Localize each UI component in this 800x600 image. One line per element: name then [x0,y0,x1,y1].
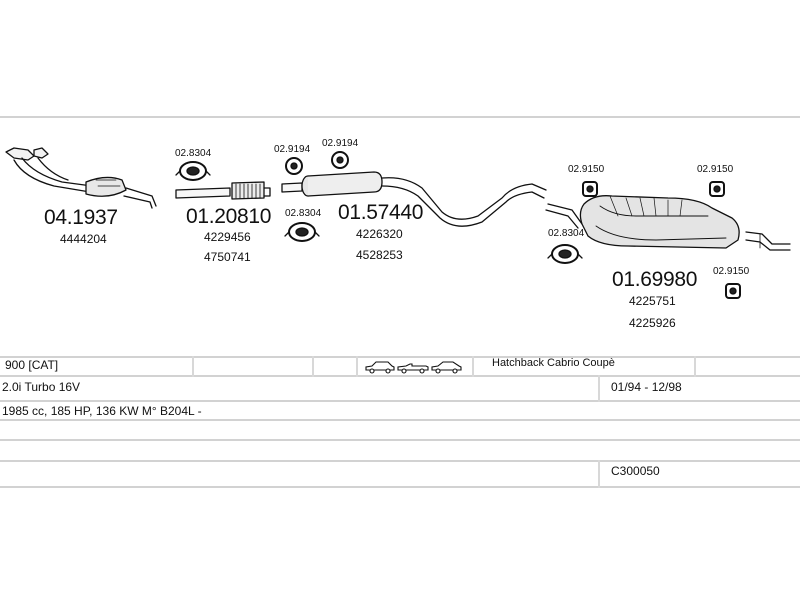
fitting-label-clamp-b[interactable]: 02.8304 [285,208,322,219]
fitting-label-ring-b[interactable]: 02.9194 [322,138,359,149]
col-divider-6 [694,356,696,377]
part-ref-centre-silencer-1: 4226320 [356,227,403,241]
flex-pipe-drawing[interactable] [175,181,271,200]
part-ref-rear-silencer-1: 4225751 [629,294,676,308]
fitting-label-hanger-b[interactable]: 02.9150 [697,164,734,175]
table-divider-1 [0,356,800,358]
body-type-icons [364,359,464,375]
part-ref-rear-silencer-2: 4225926 [629,316,676,330]
part-code-front-pipe[interactable]: 04.1937 [44,206,118,229]
table-divider-6 [0,460,800,462]
fitting-label-clamp-rear[interactable]: 02.8304 [548,228,585,239]
part-ref-centre-silencer-2: 4528253 [356,248,403,262]
fitting-label-hanger-c[interactable]: 02.9150 [713,266,750,277]
col-divider-2 [312,356,314,377]
clamp-b-drawing[interactable] [284,222,320,242]
col-divider-3 [356,356,358,377]
top-divider [0,116,800,118]
ring-a-drawing[interactable] [285,157,303,175]
ring-b-drawing[interactable] [331,151,349,169]
vehicle-model: 900 [CAT] [5,358,59,372]
table-divider-2 [0,375,800,377]
vehicle-body-types: Hatchback Cabrio Coupè [492,357,615,369]
part-code-rear-silencer[interactable]: 01.69980 [612,268,698,291]
coupe-icon [431,361,462,374]
clamp-rear-drawing[interactable] [547,244,583,264]
front-pipe-catalyst-drawing[interactable] [5,147,157,209]
vehicle-years: 01/94 - 12/98 [611,380,682,394]
fitting-label-hanger-a[interactable]: 02.9150 [568,164,605,175]
col-divider-4 [472,356,474,377]
table-divider-3 [0,400,800,402]
cabrio-icon [397,363,429,374]
hanger-b-drawing[interactable] [709,181,725,197]
col-divider-7 [598,460,600,488]
hanger-a-drawing[interactable] [582,181,598,197]
hanger-c-drawing[interactable] [725,283,741,299]
vehicle-engine: 2.0i Turbo 16V [2,380,81,394]
vehicle-specs: 1985 cc, 185 HP, 136 KW M° B204L - [2,404,202,418]
catalog-code: C300050 [611,464,660,478]
table-divider-5 [0,439,800,441]
part-ref-flex-pipe-1: 4229456 [204,230,251,244]
exhaust-diagram [5,147,791,299]
part-ref-flex-pipe-2: 4750741 [204,250,251,264]
rear-silencer-drawing[interactable] [545,195,791,251]
clamp-a-drawing[interactable] [175,161,211,181]
part-ref-front-pipe: 4444204 [60,232,107,246]
col-divider-1 [192,356,194,377]
part-code-flex-pipe[interactable]: 01.20810 [186,205,272,228]
col-divider-5 [598,375,600,402]
hatchback-icon [365,361,395,374]
part-code-centre-silencer[interactable]: 01.57440 [338,201,424,224]
fitting-label-ring-a[interactable]: 02.9194 [274,144,311,155]
fitting-label-clamp-a[interactable]: 02.8304 [175,148,212,159]
table-divider-7 [0,486,800,488]
table-divider-4 [0,419,800,421]
centre-silencer-drawing[interactable] [281,171,547,227]
